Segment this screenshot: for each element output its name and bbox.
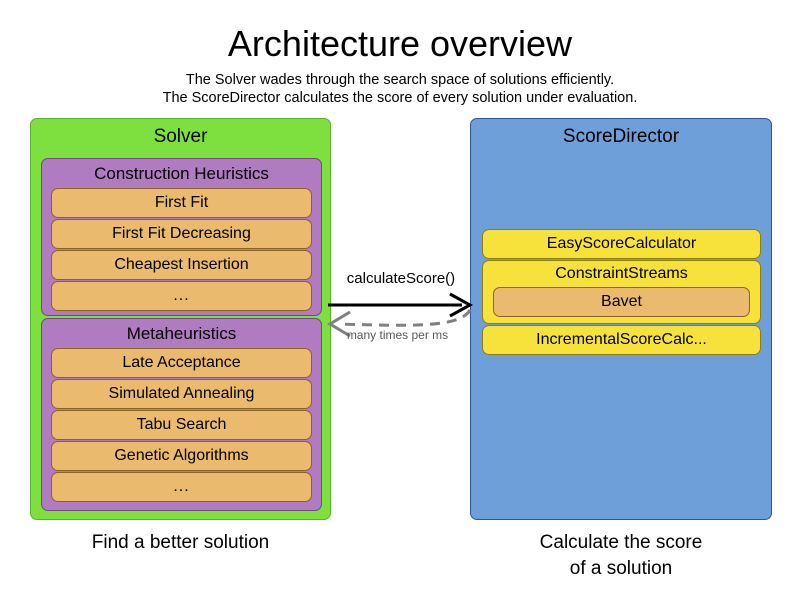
arrow-forward-label: calculateScore() bbox=[346, 270, 456, 287]
group-metaheuristics-title: Metaheuristics bbox=[126, 324, 237, 343]
arrow-back-line bbox=[337, 309, 472, 327]
arrow-svg bbox=[327, 292, 474, 338]
calculator-incremental-score: IncrementalScoreCalc... bbox=[482, 325, 761, 355]
caption-solver: Find a better solution bbox=[91, 532, 270, 553]
calculator-constraint-streams-title: ConstraintStreams bbox=[555, 265, 688, 282]
list-item: First Fit bbox=[51, 188, 312, 218]
page-title: Architecture overview bbox=[227, 23, 573, 64]
scoredirector-panel: ScoreDirector EasyScoreCalculator Constr… bbox=[470, 118, 772, 520]
subtitle-line-1: The Solver wades through the search spac… bbox=[185, 72, 615, 88]
list-item: First Fit Decreasing bbox=[51, 219, 312, 249]
group-construction-heuristics-title: Construction Heuristics bbox=[94, 164, 269, 183]
caption-scoredirector-line-2: of a solution bbox=[569, 558, 673, 579]
arrow-back-head bbox=[327, 310, 351, 338]
subtitle-line-2: The ScoreDirector calculates the score o… bbox=[162, 90, 638, 106]
list-item: Cheapest Insertion bbox=[51, 250, 312, 280]
list-item: Tabu Search bbox=[51, 410, 312, 440]
group-metaheuristics: Metaheuristics Late Acceptance Simulated… bbox=[41, 318, 322, 511]
arrow-group: calculateScore() many times per ms bbox=[320, 258, 482, 358]
calculator-list: EasyScoreCalculator ConstraintStreams Ba… bbox=[482, 229, 761, 356]
group-metaheuristics-items: Late Acceptance Simulated Annealing Tabu… bbox=[51, 348, 312, 503]
arrow-forward-head bbox=[449, 292, 474, 318]
group-construction-heuristics-items: First Fit First Fit Decreasing Cheapest … bbox=[51, 188, 312, 312]
caption-scoredirector: Calculate the score of a solution bbox=[470, 530, 772, 582]
list-item: Late Acceptance bbox=[51, 348, 312, 378]
list-item-ellipsis: ... bbox=[51, 472, 312, 502]
calculator-bavet: Bavet bbox=[493, 287, 750, 317]
arrow-back-label: many times per ms bbox=[346, 328, 449, 342]
caption-scoredirector-line-1: Calculate the score bbox=[539, 532, 703, 553]
diagram-header: Architecture overview The Solver wades t… bbox=[0, 22, 800, 107]
list-item-ellipsis: ... bbox=[51, 281, 312, 311]
calculator-constraint-streams: ConstraintStreams Bavet bbox=[482, 260, 761, 324]
scoredirector-panel-title: ScoreDirector bbox=[562, 126, 680, 147]
calculator-easy-score: EasyScoreCalculator bbox=[482, 229, 761, 259]
list-item: Simulated Annealing bbox=[51, 379, 312, 409]
solver-panel-title: Solver bbox=[153, 126, 208, 147]
list-item: Genetic Algorithms bbox=[51, 441, 312, 471]
solver-panel: Solver Construction Heuristics First Fit… bbox=[30, 118, 331, 520]
group-construction-heuristics: Construction Heuristics First Fit First … bbox=[41, 158, 322, 316]
